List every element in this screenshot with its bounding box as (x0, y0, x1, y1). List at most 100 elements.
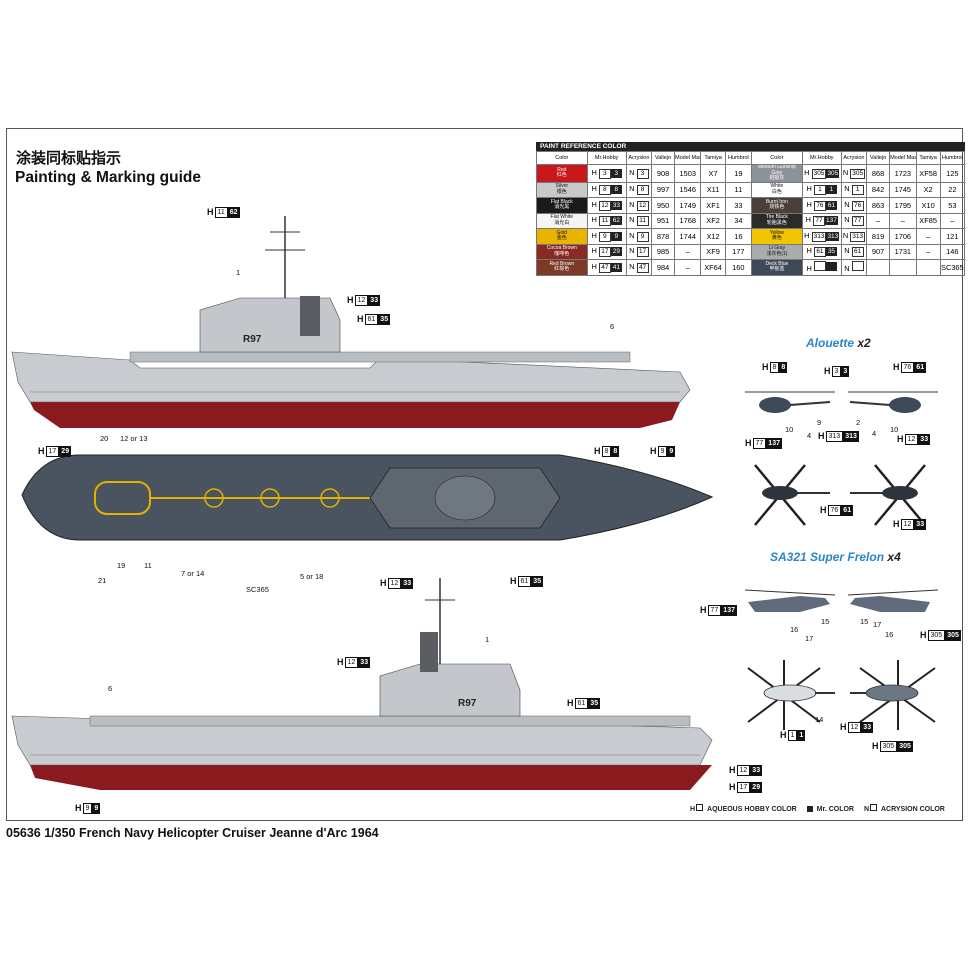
color-swatch: Gold 金色 (536, 228, 588, 245)
title-chinese: 涂装同标贴指示 (16, 149, 122, 167)
acrysion-code: N 76 (840, 197, 868, 214)
hull-grey-top (11, 351, 691, 403)
part-number: 14 (815, 715, 824, 724)
part-number: 9 (817, 418, 822, 427)
hull-number-top: R97 (243, 334, 262, 345)
part-number: 12 or 13 (120, 434, 148, 443)
part-number: 15 (860, 617, 869, 626)
part-number: 21 (98, 576, 107, 585)
paint-header: Humbrol (939, 151, 966, 165)
model-master-code: 1546 (674, 181, 702, 198)
part-number: 2 (856, 418, 861, 427)
part-number: 11 (144, 561, 152, 570)
acrysion-code: N 9 (625, 228, 653, 245)
frelon-top-left (747, 660, 835, 730)
paint-header: Model Master (674, 151, 702, 165)
acrysion-code: N 305 (840, 164, 868, 183)
part-number: 16 (885, 630, 894, 639)
acrysion-code: N 3 (625, 164, 653, 183)
legend-mrcolor: Mr. COLOR (816, 806, 854, 813)
model-master-code: – (674, 259, 702, 276)
ship-side-profile-bottom: R97 (11, 578, 713, 790)
acrysion-code: N 77 (840, 212, 868, 229)
model-master-code: – (674, 243, 702, 260)
color-swatch: Deck Blue 甲板蓝 (751, 259, 803, 276)
part-number: 7 or 14 (181, 569, 205, 578)
part-number: 1 (236, 268, 241, 277)
color-swatch: Lt Gray 浅灰色(1) (751, 243, 803, 260)
title-english: Painting & Marking guide (15, 169, 202, 186)
hull-red-bottom (30, 765, 712, 790)
alouette-side-right (848, 391, 938, 413)
acrysion-code: N (840, 259, 868, 276)
part-number: 4 (872, 429, 877, 438)
humbrol-code: SC365 (939, 259, 966, 276)
part-number: 15 (821, 617, 830, 626)
model-master-code: 1503 (674, 164, 702, 183)
frelon-side-left (744, 589, 836, 612)
color-swatch: Flat White 消光白 (536, 212, 588, 229)
part-number: 17 (805, 634, 814, 643)
frelon-title: SA321 Super Frelon x4 (770, 550, 901, 564)
paint-header: Model Master (889, 151, 917, 165)
part-number: 6 (610, 322, 615, 331)
ship-deck-plan (21, 454, 714, 541)
part-number: 19 (117, 561, 126, 570)
alouette-title: Alouette x2 (806, 336, 871, 350)
hull-number-bottom: R97 (458, 698, 477, 709)
acrysion-code: N 8 (625, 181, 653, 198)
paint-header: Vallejo (651, 151, 676, 165)
model-master-code (889, 259, 917, 276)
hull-red-top (30, 402, 680, 428)
model-master-code: 1723 (889, 164, 917, 183)
paint-header: Tamiya (700, 151, 726, 165)
acrysion-code: N 17 (625, 243, 653, 260)
part-number: 6 (108, 684, 113, 693)
paint-table-title: PAINT REFERENCE COLOR (536, 142, 965, 151)
ship-side-profile-top: R97 (11, 216, 691, 428)
paint-header: Mr.Hobby (586, 151, 627, 165)
legend-acrysion: ACRYSION COLOR (880, 806, 945, 813)
kit-caption: 05636 1/350 French Navy Helicopter Cruis… (6, 826, 379, 840)
paint-header: Color (536, 151, 588, 165)
part-number: 20 (100, 434, 109, 443)
humbrol-code: 125 (939, 164, 966, 183)
color-swatch: Cocoa Brown 咖啡色 (536, 243, 588, 260)
part-number: 5 or 18 (300, 572, 324, 581)
alouette-top-left (754, 464, 830, 526)
part-number: 17 (873, 620, 882, 629)
alouette-top-right (850, 464, 926, 526)
color-swatch: Red 红色 (536, 164, 588, 183)
part-number: 10 (890, 425, 899, 434)
part-number: 10 (785, 425, 794, 434)
